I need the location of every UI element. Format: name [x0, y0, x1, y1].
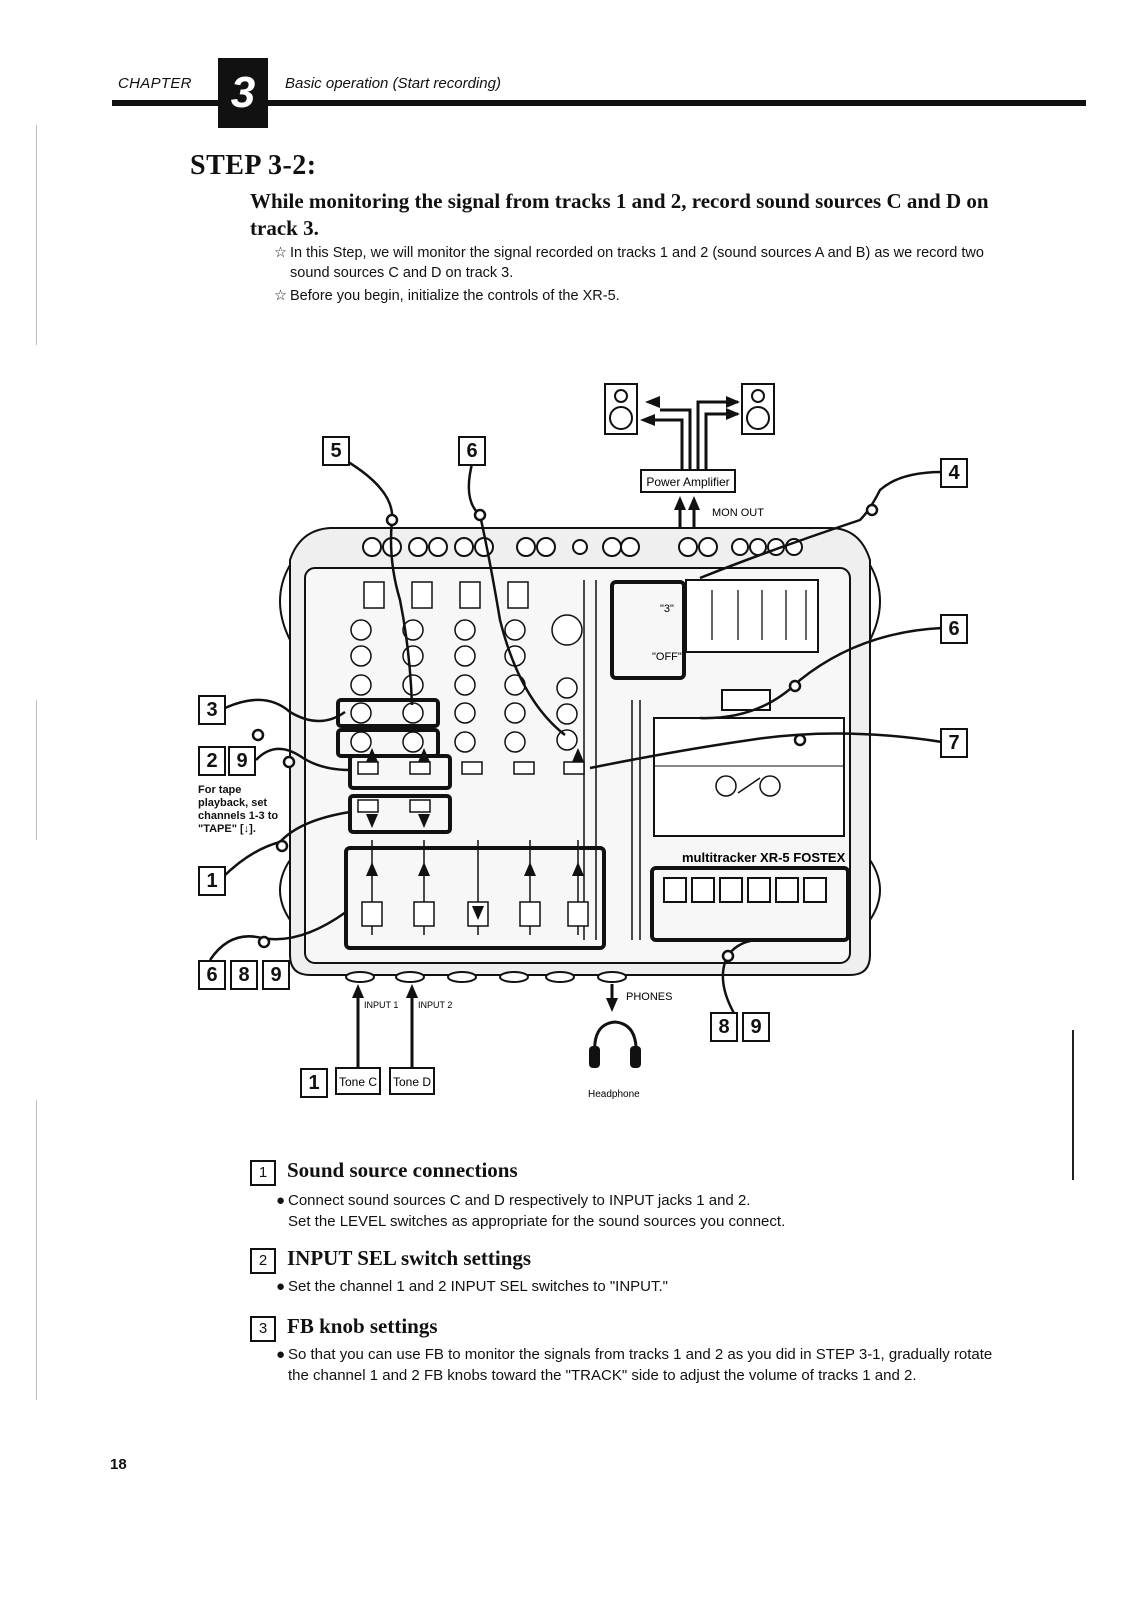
callout-7: 7 — [940, 728, 968, 758]
callout-8: 8 — [710, 1012, 738, 1042]
step-note: ☆ Before you begin, initialize the contr… — [274, 286, 1010, 306]
section-line: Connect sound sources C and D respective… — [288, 1192, 751, 1209]
counter-display — [721, 689, 771, 711]
leader-loops — [251, 503, 879, 963]
section-number: 3 — [250, 1316, 276, 1342]
page-number: 18 — [110, 1456, 127, 1473]
power-amplifier-box — [640, 469, 736, 493]
note-text: Before you begin, initialize the control… — [290, 288, 620, 304]
callout-9: 9 — [262, 960, 290, 990]
tape-note-line: "TAPE" [↓]. — [198, 823, 256, 835]
phones-label: PHONES — [626, 991, 672, 1003]
input-select-switches — [357, 761, 585, 813]
scan-edge-mark — [1072, 1030, 1074, 1180]
section-number: 2 — [250, 1248, 276, 1274]
power-amplifier-label: Power Amplifier — [646, 475, 729, 489]
tone-d-label: Tone D — [393, 1075, 431, 1089]
front-jacks — [345, 971, 627, 983]
headphone-label: Headphone — [588, 1089, 640, 1100]
section-title: Sound source connections — [287, 1158, 518, 1182]
section-line: So that you can use FB to monitor the si… — [288, 1346, 993, 1384]
star-icon: ☆ — [274, 245, 287, 261]
section-number: 1 — [250, 1160, 276, 1186]
note-text: In this Step, we will monitor the signal… — [290, 245, 984, 281]
step-subtitle: While monitoring the signal from tracks … — [250, 189, 989, 240]
label-track-3: "3" — [660, 603, 674, 615]
transport-buttons — [663, 877, 827, 903]
scan-margin-mark — [36, 700, 37, 840]
scan-margin-mark — [36, 1100, 37, 1400]
cassette-bay — [653, 717, 845, 837]
mixer-connection-diagram: Power Amplifier MON OUT — [208, 383, 943, 1100]
chapter-number-box: 3 — [218, 58, 268, 128]
callout-6: 6 — [458, 436, 486, 466]
chapter-label: CHAPTER — [118, 75, 192, 92]
input-cables — [356, 990, 414, 1068]
tone-c-label: Tone C — [339, 1075, 377, 1089]
label-off: "OFF" — [652, 651, 682, 663]
speaker-wiring — [645, 400, 738, 470]
callout-8: 8 — [230, 960, 258, 990]
callout-9: 9 — [742, 1012, 770, 1042]
callout-3: 3 — [198, 695, 226, 725]
callout-6: 6 — [940, 614, 968, 644]
input1-label: INPUT 1 — [364, 1000, 398, 1010]
callout-6: 6 — [198, 960, 226, 990]
meter-bars — [711, 590, 807, 640]
tone-c-box — [335, 1067, 381, 1095]
step-note: ☆ In this Step, we will monitor the sign… — [274, 243, 1010, 283]
chapter-title: Basic operation (Start recording) — [285, 75, 501, 92]
rear-jacks-row — [362, 537, 803, 557]
panel-arrows — [366, 748, 584, 920]
brand-label: multitracker XR-5 FOSTEX — [682, 850, 846, 865]
section-title: FB knob settings — [287, 1314, 438, 1338]
callout-1: 1 — [198, 866, 226, 896]
step-title: STEP 3-2: — [190, 150, 317, 181]
channel-strips — [350, 580, 641, 940]
callout-1: 1 — [300, 1068, 328, 1098]
star-icon: ☆ — [274, 288, 287, 304]
mon-out-label: MON OUT — [712, 507, 764, 519]
section-line: Set the channel 1 and 2 INPUT SEL switch… — [288, 1278, 669, 1295]
right-speaker-icon — [741, 383, 775, 435]
bullet-icon: ● — [276, 1278, 286, 1295]
scan-margin-mark — [36, 125, 37, 345]
callout-2: 2 — [198, 746, 226, 776]
callout-9: 9 — [228, 746, 256, 776]
chapter-rule — [112, 100, 1086, 106]
section-bullet: ● Set the channel 1 and 2 INPUT SEL swit… — [276, 1276, 1008, 1297]
level-meter-display — [685, 579, 819, 653]
callout-4: 4 — [940, 458, 968, 488]
section-title: INPUT SEL switch settings — [287, 1246, 532, 1270]
section-bullet: ● Connect sound sources C and D respecti… — [276, 1190, 1008, 1232]
callout-5: 5 — [322, 436, 350, 466]
tape-note-line: For tape — [198, 784, 242, 796]
bullet-icon: ● — [276, 1346, 286, 1363]
input2-label: INPUT 2 — [418, 1000, 452, 1010]
tape-note: For tape playback, set channels 1-3 to "… — [198, 784, 278, 836]
headphone-icon — [589, 1020, 641, 1068]
section-line: Set the LEVEL switches as appropriate fo… — [288, 1213, 786, 1230]
highlight-boxes — [336, 580, 850, 950]
tape-note-line: playback, set — [198, 797, 268, 809]
bullet-icon: ● — [276, 1192, 286, 1209]
section-bullet: ● So that you can use FB to monitor the … — [276, 1344, 1008, 1386]
tone-d-box — [389, 1067, 435, 1095]
tape-note-line: channels 1-3 to — [198, 810, 279, 822]
left-speaker-icon — [604, 383, 638, 435]
